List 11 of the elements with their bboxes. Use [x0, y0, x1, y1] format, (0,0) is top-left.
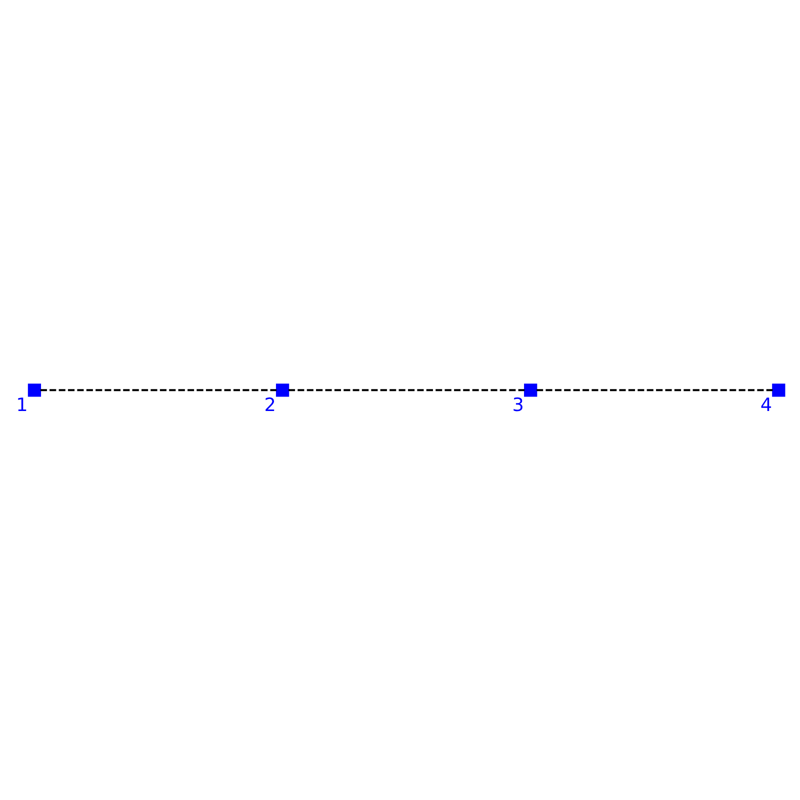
node-label: 3	[512, 394, 524, 416]
node-label: 1	[16, 394, 28, 416]
node-box	[772, 384, 786, 397]
connector	[288, 389, 525, 392]
node-box	[276, 384, 290, 397]
node-label: 2	[264, 394, 276, 416]
connector	[40, 389, 276, 392]
node-label: 4	[760, 394, 772, 416]
connector	[536, 389, 773, 392]
node-box	[28, 384, 42, 397]
node-box	[524, 384, 538, 397]
